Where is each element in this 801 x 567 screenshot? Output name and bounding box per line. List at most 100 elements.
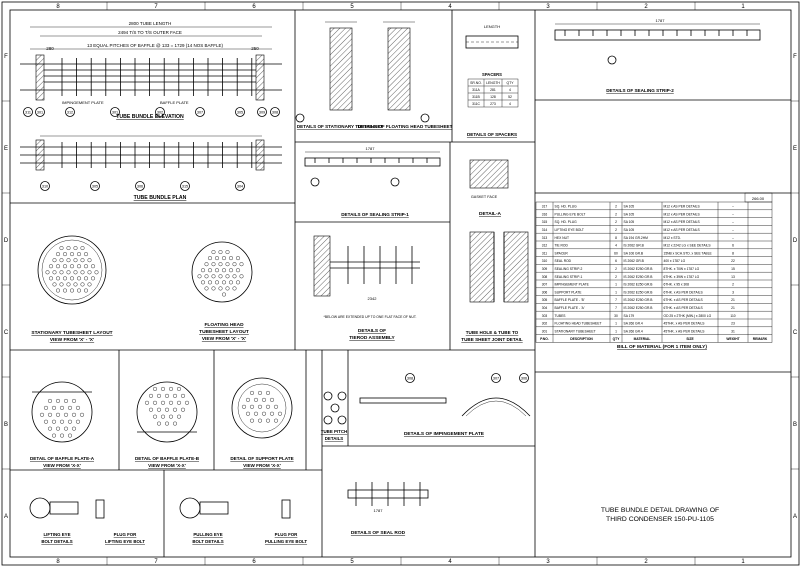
balloon-impingement-306-label: 306: [521, 376, 527, 380]
bom-cell: 316: [542, 212, 548, 216]
bom-cell: M12 x AS PER DETAILS: [664, 220, 701, 224]
spacers-cell: 52: [508, 95, 512, 99]
bom-cell: 13: [731, 275, 735, 279]
balloon-plan-304: [235, 181, 245, 191]
bom-cell: SA 105: [624, 228, 635, 232]
balloon-impingement-306: [519, 373, 529, 383]
spacers-cell: 281: [490, 88, 496, 92]
tubesheet-details: DETAILS OF STATIONARY TUBESHEET DETAILS …: [295, 21, 453, 129]
title-block: TUBE BUNDLE DETAIL DRAWING OF THIRD COND…: [601, 507, 719, 523]
col-3: 3: [546, 4, 550, 10]
balloon-elevation-312-label: 312: [67, 110, 73, 114]
tube-hole-detail: TUBE HOLE & TUBE TO TUBE SHEET JOINT DET…: [461, 231, 529, 342]
bom-cell: 2: [615, 220, 617, 224]
bom-header: WEIGHT: [726, 337, 739, 341]
seal-rod-detail: 1787 DETAILS OF SEAL ROD: [347, 482, 429, 536]
bom-cell: --: [732, 220, 734, 224]
bom-cell: 2: [615, 228, 617, 232]
view-title-spacers: DETAILS OF SPACERS: [467, 132, 517, 137]
view-title-tube-pitch-1: TUBE PITCH: [321, 429, 347, 434]
bom-cell: IS 2062 E250 GR.B: [624, 306, 654, 310]
view-title-plug-pulling-1: PLUG FOR: [275, 532, 299, 537]
view-title-stationary-layout-1: STATIONARY TUBESHEET LAYOUT: [31, 330, 112, 336]
bom-cell: SEAL ROD: [555, 259, 572, 263]
bom-cell: --: [732, 205, 734, 209]
bom-cell: --: [732, 228, 734, 232]
bom-cell: 2: [615, 267, 617, 271]
view-title-baffle-b-1: DETAIL OF BAFFLE PLATE-B: [135, 456, 200, 461]
bom-weight-total: 266.00: [752, 196, 765, 201]
bom-cell: 301: [542, 329, 548, 333]
bom-cell: BAFFLE PLATE - 'B': [555, 298, 585, 302]
bom-cell: 310: [542, 259, 548, 263]
view-title-plug-lifting-2: LIFTING EYE BOLT: [105, 539, 145, 544]
bom-cell: 4: [615, 244, 617, 248]
bom-cell: 15: [731, 267, 735, 271]
bom-cell: 305: [542, 298, 548, 302]
view-title-plug-lifting-1: PLUG FOR: [114, 532, 138, 537]
bom-cell: 8: [732, 251, 734, 255]
col-4-bottom: 4: [448, 559, 452, 565]
row-c: C: [4, 330, 9, 336]
dim-length: LENGTH: [484, 24, 500, 29]
balloon-elevation-302-label: 302: [157, 110, 163, 114]
bom-cell: M12 x 2242 LG x SEE DETAILS: [664, 244, 712, 248]
bom-cell: IS 2062 E250 GR.B: [624, 290, 654, 294]
view-title-seal-rod: DETAILS OF SEAL ROD: [351, 530, 406, 536]
bom-header: SIZE: [686, 337, 694, 341]
callout-impingement-plate: IMPINGEMENT PLATE: [62, 100, 104, 105]
bom-cell: 317: [542, 205, 548, 209]
col-6: 6: [252, 4, 256, 10]
bom-cell: IS 2062 E250 GR.B: [624, 267, 654, 271]
view-title-sealing-strip-1: DETAILS OF SEALING STRIP-1: [341, 212, 409, 217]
balloon-elevation-311-label: 311: [25, 110, 31, 114]
view-title-floating-layout-2: TUBESHEET LAYOUT: [199, 329, 249, 335]
view-title-detail-a: DETAIL-A: [479, 211, 502, 217]
view-title-baffle-b-2: VIEW FROM 'X-X': [148, 463, 186, 468]
col-4: 4: [448, 4, 452, 10]
bom-cell: SEALING STRIP-2: [555, 267, 583, 271]
bom-cell: TUBES: [555, 314, 567, 318]
bom-cell: HEX NUT: [555, 236, 569, 240]
dim-1787-ss1: 1787: [366, 146, 376, 151]
balloon-elevation-301: [110, 107, 120, 117]
view-title-pulling-bolt-1: PULLING EYE: [193, 532, 222, 537]
bom-cell: 1: [615, 322, 617, 326]
sealing-strip-1: 1787 DETAILS OF SEALING STRIP-1: [304, 146, 441, 217]
balloon-elevation-308-label: 308: [272, 110, 278, 114]
bom-cell: 8: [615, 236, 617, 240]
col-2-bottom: 2: [644, 559, 648, 565]
bom-cell: IS 2062 E250 GR.B: [624, 283, 654, 287]
dim-1787-ss2: 1787: [656, 18, 666, 23]
bom-cell: M12 x AS PER DETAILS: [664, 205, 701, 209]
bom-cell: SA 266 GR.4: [624, 329, 643, 333]
bom-cell: SPACER: [555, 251, 569, 255]
bom-cell: 15NB x SCH.STD. x SEE TABLE: [664, 251, 713, 255]
view-title-tube-bundle-elevation: TUBE BUNDLE ELEVATION: [116, 114, 184, 120]
balloon-plan-305: [90, 181, 100, 191]
view-title-tube-hole-2: TUBE SHEET JOINT DETAIL: [461, 337, 523, 342]
row-e: E: [4, 146, 8, 152]
drawing-title-line-2: THIRD CONDENSER 150-PU-1105: [606, 516, 714, 523]
balloon-elevation-307-label: 307: [197, 110, 203, 114]
bom-cell: STATIONARY TUBESHEET: [555, 329, 596, 333]
tube-pitch-detail: TUBE PITCH DETAILS: [321, 391, 347, 441]
balloon-316: [295, 113, 305, 123]
bom-cell: 7: [615, 306, 617, 310]
bom-cell: 2: [615, 205, 617, 209]
spacers-header: QTY: [507, 81, 515, 85]
bom-cell: 60: [614, 251, 618, 255]
view-title-tube-pitch-2: DETAILS: [325, 436, 344, 441]
bom-cell: IS 2062 E250 GR.B: [624, 275, 654, 279]
bom-cell: 308: [542, 275, 548, 279]
view-title-tube-hole-1: TUBE HOLE & TUBE TO: [466, 330, 519, 335]
view-title-plug-pulling-2: PULLING EYE BOLT: [265, 539, 307, 544]
bom-cell: SA 179: [624, 314, 635, 318]
panel-frames: [10, 10, 791, 557]
col-8-bottom: 8: [56, 559, 60, 565]
bom-cell: 6THK. x 95 x 308: [664, 283, 690, 287]
spacers-cell: 311B: [472, 95, 480, 99]
col-7-bottom: 7: [154, 559, 158, 565]
